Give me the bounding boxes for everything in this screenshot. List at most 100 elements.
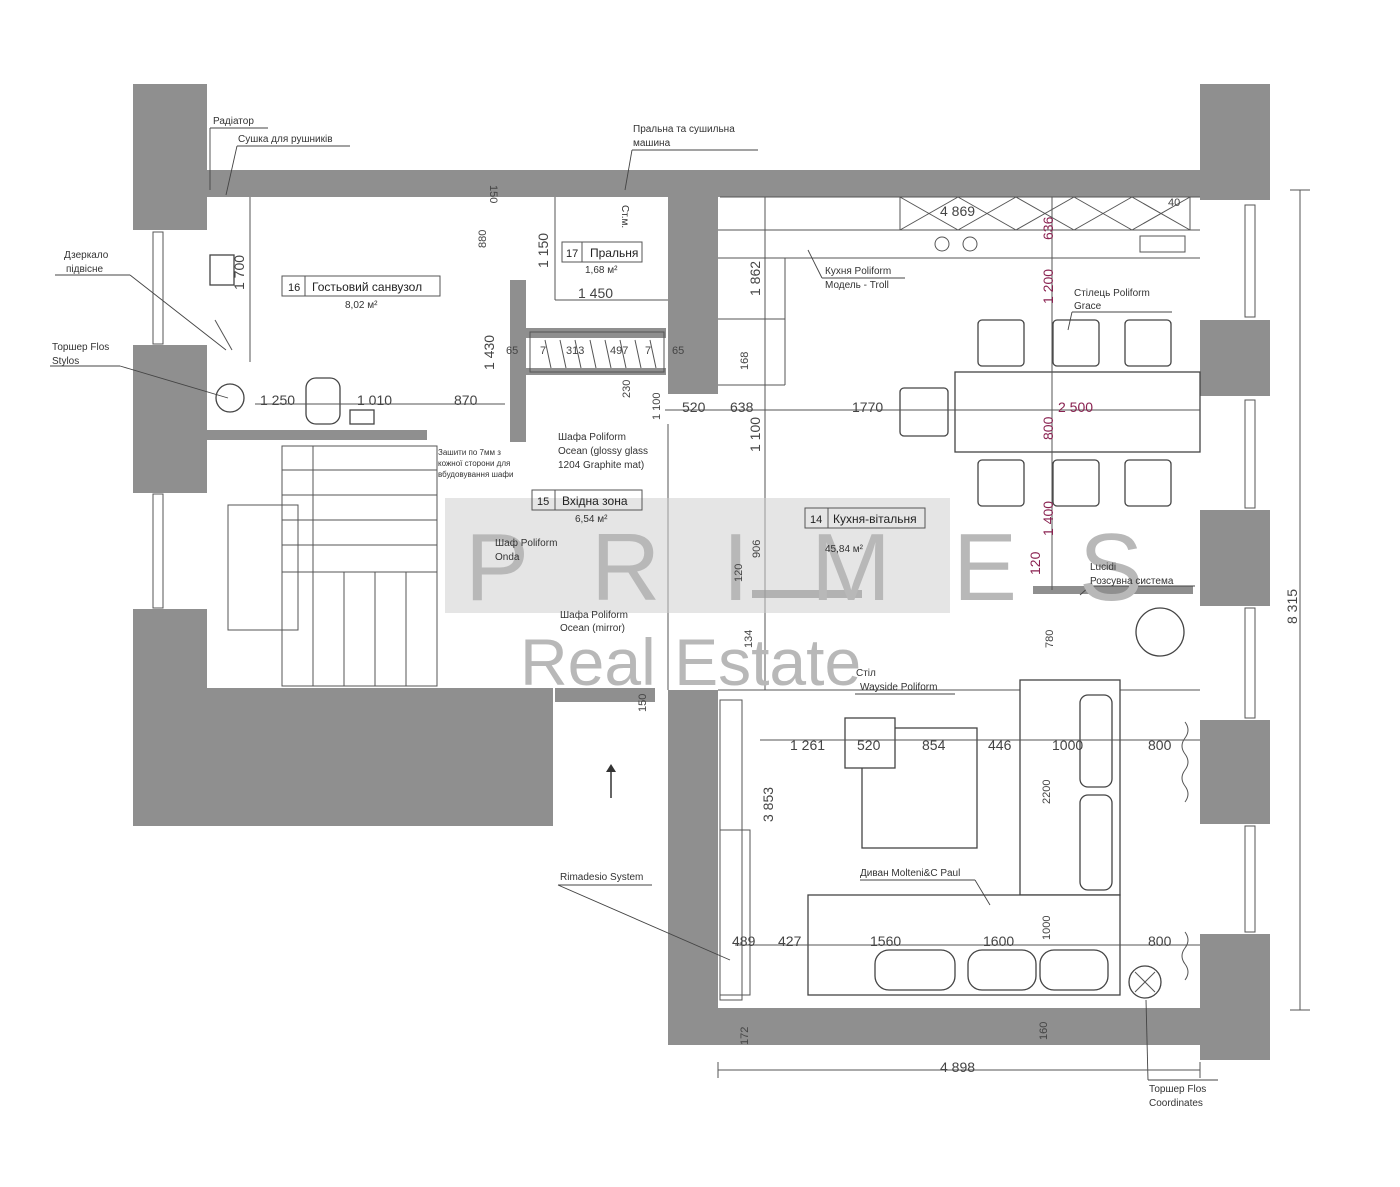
callout-sliding-1: Lucidi: [1090, 562, 1116, 573]
room-16-area: 8,02 м²: [345, 300, 378, 311]
callout-washer-2: машина: [633, 138, 671, 149]
dim-7-left: 7: [540, 345, 546, 357]
dim-7-right: 7: [645, 345, 651, 357]
callout-washer-1: Пральна та сушильна: [633, 124, 735, 135]
dim-870: 870: [454, 392, 478, 408]
callout-rimadesio: Rimadesio System: [560, 872, 643, 883]
dim-520-mid: 520: [857, 737, 881, 753]
callout-shelf-2: Onda: [495, 552, 520, 563]
dim-1700: 1 700: [231, 255, 247, 290]
dim-2200: 2200: [1041, 780, 1053, 804]
callout-radiator: Радіатор: [213, 116, 254, 127]
watermark: PRIMES Real Estate: [445, 498, 1205, 699]
callout-floorlamp1-1: Торшер Flos: [52, 342, 109, 353]
walls: [133, 84, 1270, 1060]
dim-168: 168: [739, 352, 751, 370]
callout-wardrobe2-1: Шафа Poliform: [560, 609, 628, 621]
room-labels: 16 Гостьовий санвузол 8,02 м² 17 Пральня…: [281, 205, 926, 555]
callout-note-3: вбудовування шафи: [438, 470, 513, 479]
dim-446: 446: [988, 737, 1012, 753]
dim-150-bottom: 150: [637, 694, 649, 712]
dim-4898: 4 898: [940, 1059, 975, 1075]
dim-40: 40: [1168, 197, 1180, 209]
dim-65-left: 65: [506, 345, 518, 357]
callout-wardrobe-1: Шафа Poliform: [558, 431, 626, 443]
dim-1560: 1560: [870, 933, 901, 949]
dim-854: 854: [922, 737, 946, 753]
bathroom-fixtures: [209, 254, 375, 425]
dim-1000-mid: 1000: [1052, 737, 1083, 753]
room-14-name: Кухня-вітальня: [833, 512, 917, 526]
callout-chairs-2: Grace: [1074, 301, 1102, 312]
dining-set: [899, 319, 1201, 507]
callout-mirror-2: підвісне: [66, 264, 104, 275]
callout-note-2: кожної сторони для: [438, 459, 510, 468]
dim-636: 636: [1040, 216, 1056, 240]
callout-floorlamp2-2: Coordinates: [1149, 1098, 1203, 1109]
dim-1250: 1 250: [260, 392, 295, 408]
dim-427: 427: [778, 933, 802, 949]
callout-shelf-1: Шаф Poliform: [495, 537, 557, 549]
watermark-brand: PRIMES: [465, 514, 1205, 621]
callout-wardrobe2-2: Ocean (mirror): [560, 623, 625, 634]
room-17-number: 17: [566, 248, 578, 260]
dim-800-mid: 800: [1148, 737, 1172, 753]
entry-arrow-icon: [606, 764, 616, 798]
dim-1100-a: 1 100: [651, 392, 663, 420]
dim-1862: 1 862: [747, 261, 763, 296]
dim-1010: 1 010: [357, 392, 392, 408]
leader-lines: [50, 127, 1218, 1081]
callout-note-1: Зашити по 7мм з: [438, 448, 501, 457]
room-15-number: 15: [537, 496, 549, 508]
room-16-number: 16: [288, 282, 300, 294]
callout-sideboard-2: Wayside Poliform: [860, 682, 937, 693]
dim-1430: 1 430: [481, 335, 497, 370]
dim-800-pink: 800: [1040, 416, 1056, 440]
dim-230: 230: [621, 380, 633, 398]
callout-wardrobe-2: Ocean (glossy glass: [558, 446, 648, 457]
callout-chairs-1: Стілець Poliform: [1074, 288, 1150, 299]
dim-1100-b: 1 100: [747, 417, 763, 452]
dim-880: 880: [477, 230, 489, 248]
dim-1150: 1 150: [535, 233, 551, 268]
room-15-area: 6,54 м²: [575, 514, 608, 525]
callouts: Радіатор Сушка для рушників Пральна та с…: [52, 116, 1206, 1109]
dimension-labels: 4 869 40 636 1 200 8 315 150 880 1 150 1…: [231, 185, 1300, 1075]
dim-1770: 1770: [852, 399, 883, 415]
dim-8315: 8 315: [1284, 589, 1300, 624]
dim-1261: 1 261: [790, 737, 825, 753]
kitchen-cabinets: [899, 196, 1191, 253]
dim-134: 134: [743, 630, 755, 648]
callout-mirror-1: Дзеркало: [64, 250, 109, 261]
dim-497: 497: [610, 345, 628, 357]
callout-floorlamp1-2: Stylos: [52, 356, 79, 367]
callout-floorlamp2-1: Торшер Flos: [1149, 1084, 1206, 1095]
callout-kitchen-1: Кухня Poliform: [825, 266, 891, 277]
callout-sliding-2: Розсувна система: [1090, 576, 1174, 587]
dim-4869: 4 869: [940, 203, 975, 219]
dim-780: 780: [1044, 630, 1056, 648]
dim-1400-pink: 1 400: [1040, 501, 1056, 536]
callout-sofa: Диван Molteni&C Paul: [860, 868, 960, 879]
dim-1600: 1600: [983, 933, 1014, 949]
callout-sideboard-1: Стіл: [856, 668, 876, 679]
staircase: [227, 445, 438, 687]
dim-2500: 2 500: [1058, 399, 1093, 415]
callout-towel-dryer: Сушка для рушників: [238, 134, 333, 145]
callout-wardrobe-3: 1204 Graphite mat): [558, 460, 644, 471]
dim-1000-bottom: 1000: [1041, 916, 1053, 940]
room-14-number: 14: [810, 514, 822, 526]
room-14-area: 45,84 м²: [825, 544, 864, 555]
dim-1200: 1 200: [1040, 269, 1056, 304]
dim-3853: 3 853: [760, 787, 776, 822]
dim-120-pink: 120: [1027, 551, 1043, 575]
dim-65-right: 65: [672, 345, 684, 357]
watermark-sub: Real Estate: [520, 625, 861, 699]
windows: [152, 204, 1256, 933]
dim-313: 313: [566, 345, 584, 357]
dim-520-top: 520: [682, 399, 706, 415]
dim-906: 906: [751, 540, 763, 558]
dim-638: 638: [730, 399, 754, 415]
room-16-name: Гостьовий санвузол: [312, 280, 422, 294]
